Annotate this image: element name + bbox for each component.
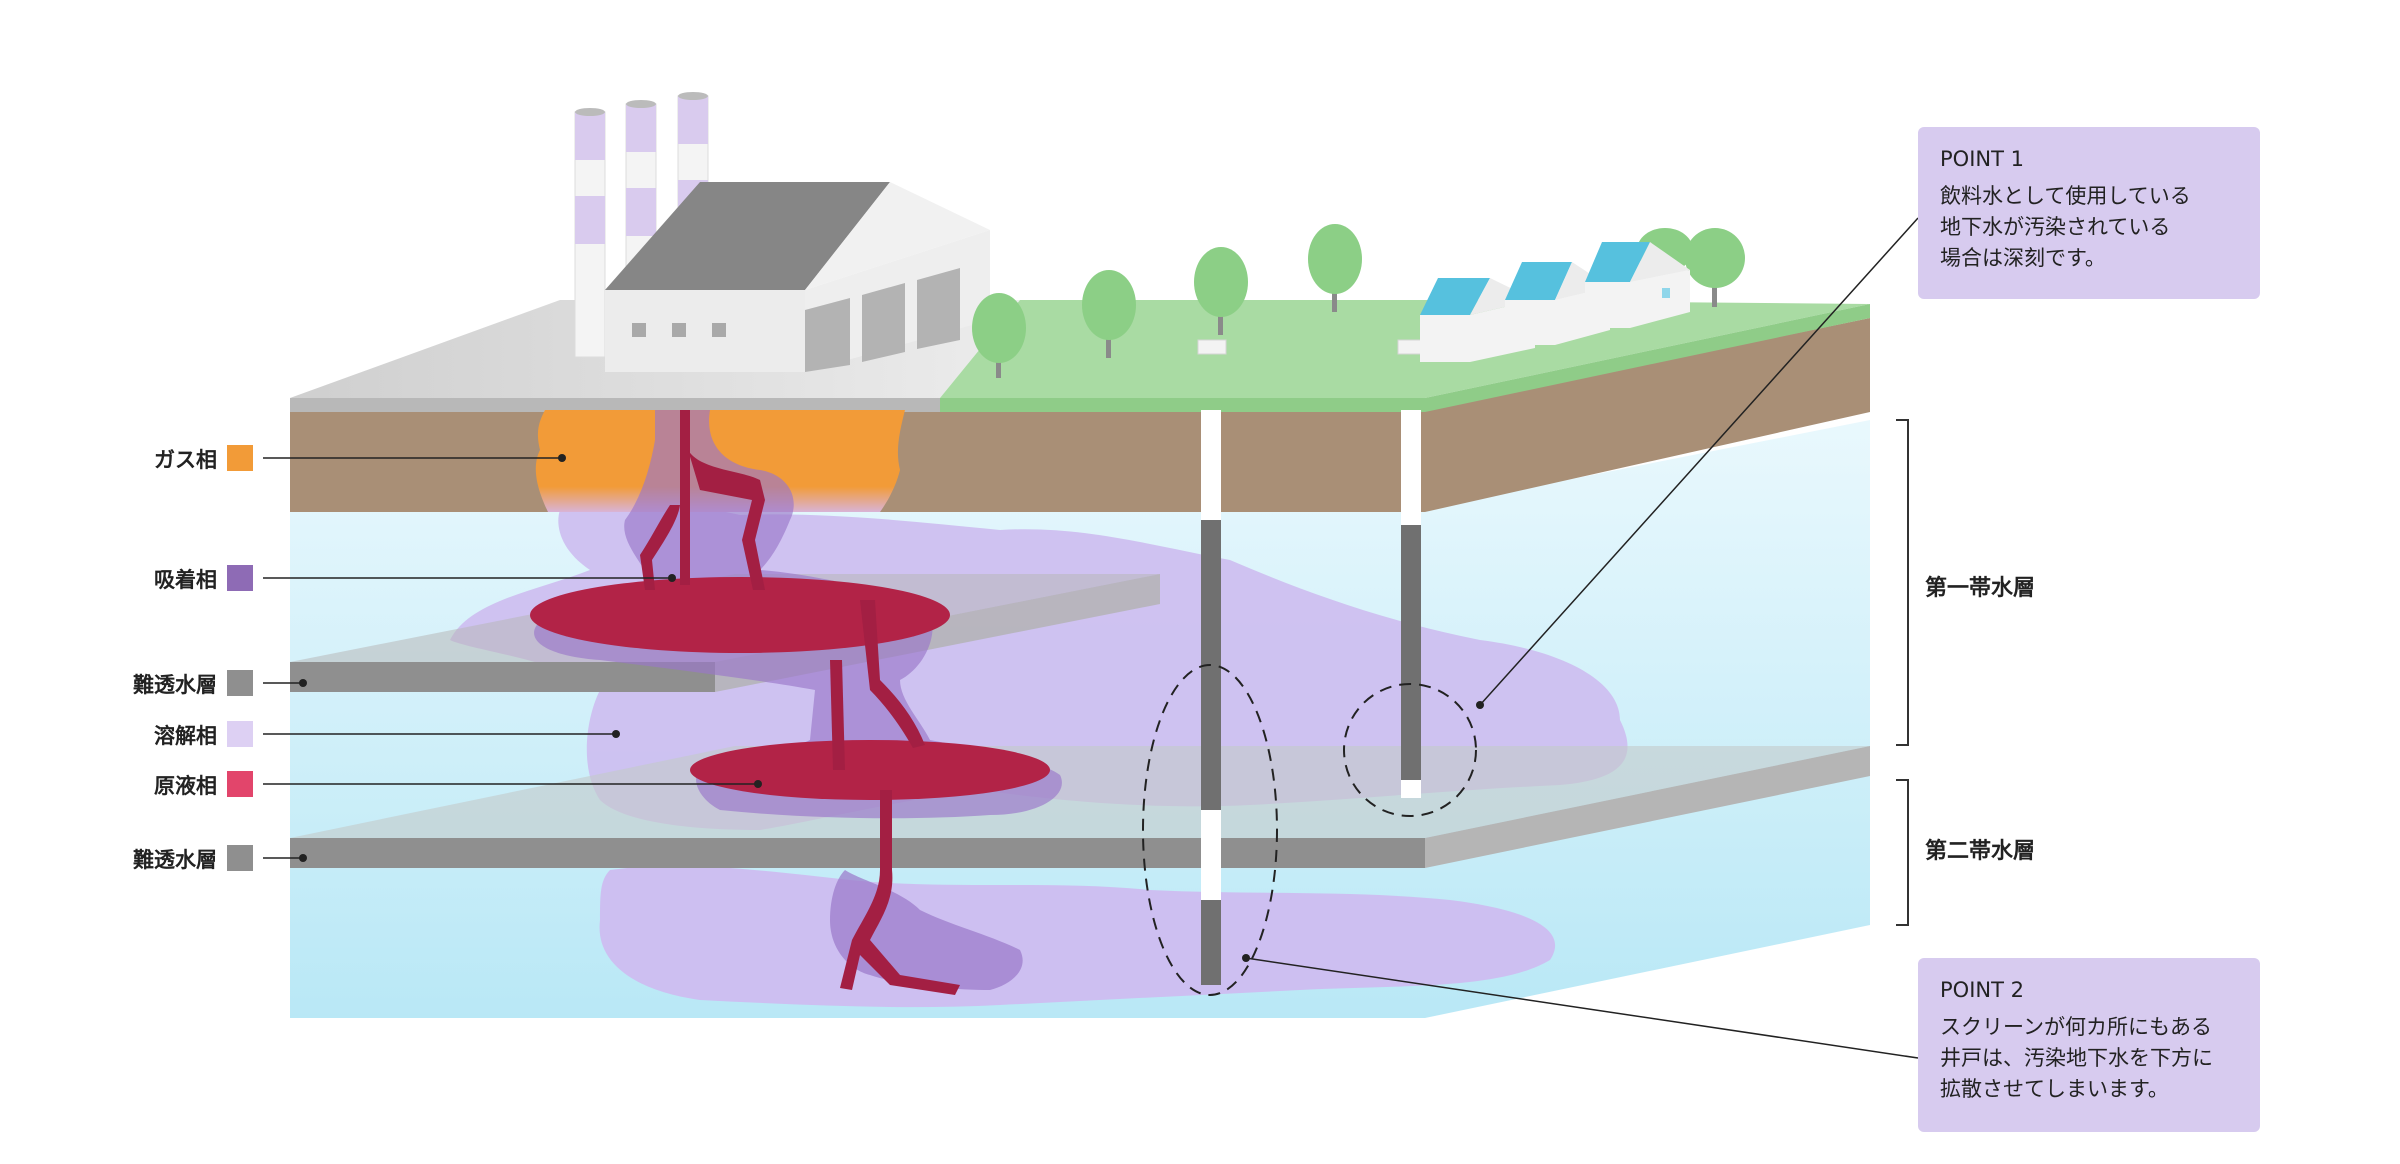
legend-swatch-free-product	[227, 771, 253, 797]
legend-swatch-aquitard-1	[227, 670, 253, 696]
aquifer-brackets	[1896, 419, 1909, 926]
aquitard-lower	[290, 746, 1870, 868]
factory	[574, 92, 990, 372]
legend-label-adsorbed: 吸着相	[154, 568, 217, 592]
point2-title: POINT 2	[1940, 978, 2024, 1002]
point1-leader	[1479, 217, 1919, 706]
legend-label-aquitard-1: 難透水層	[133, 673, 217, 697]
first-aquifer-label: 第一帯水層	[1925, 576, 2036, 601]
point1-highlight	[1343, 683, 1477, 817]
point1-callout: POINT 1 飲料水として使用している 地下水が汚染されている 場合は深刻です…	[1918, 127, 2260, 299]
point1-title: POINT 1	[1940, 147, 2024, 171]
legend-swatch-aquitard-2	[227, 845, 253, 871]
legend-label-aquitard-2: 難透水層	[133, 848, 217, 872]
second-aquifer-label: 第二帯水層	[1925, 839, 2036, 864]
legend-swatch-adsorbed	[227, 565, 253, 591]
legend-leaders	[263, 454, 762, 862]
well-1	[1197, 339, 1227, 985]
point2-callout: POINT 2 スクリーンが何カ所にもある 井戸は、汚染地下水を下方に 拡散させ…	[1918, 958, 2260, 1132]
houses	[1420, 242, 1690, 362]
point2-body: スクリーンが何カ所にもある 井戸は、汚染地下水を下方に 拡散させてしまいます。	[1940, 1015, 2213, 1101]
point2-highlight	[1142, 664, 1278, 996]
legend-label-gas: ガス相	[154, 448, 217, 472]
point1-body: 飲料水として使用している 地下水が汚染されている 場合は深刻です。	[1940, 184, 2191, 270]
trees	[972, 224, 1745, 378]
free-product	[530, 410, 1050, 995]
legend-label-dissolved: 溶解相	[154, 724, 217, 748]
legend-swatch-gas	[227, 445, 253, 471]
legend-label-free-product: 原液相	[154, 774, 217, 798]
well-2	[1397, 339, 1427, 798]
legend-swatch-dissolved	[227, 721, 253, 747]
point2-leader	[1245, 957, 1919, 1059]
